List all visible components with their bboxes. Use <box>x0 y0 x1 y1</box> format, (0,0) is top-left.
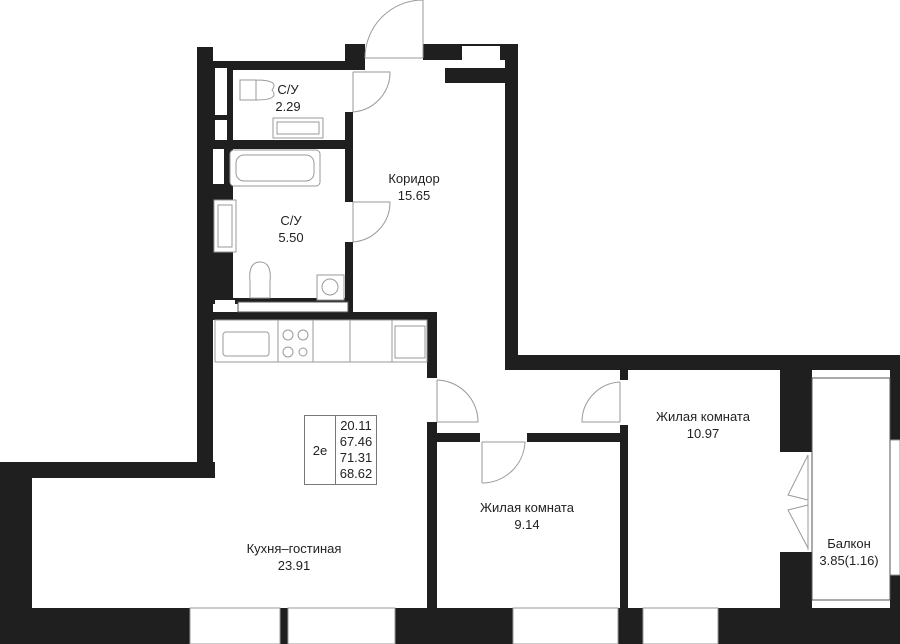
windows <box>189 377 900 644</box>
room-name: Жилая комната <box>480 500 574 515</box>
room-label-kitchen-living: Кухня–гостиная 23.91 <box>247 540 342 574</box>
walls <box>0 44 900 644</box>
room-name: Балкон <box>827 536 871 551</box>
doors <box>352 0 809 550</box>
room-area: 10.97 <box>686 426 720 441</box>
room-name: Коридор <box>388 171 440 186</box>
room-label-balcony: Балкон 3.85(1.16) <box>819 535 878 569</box>
room-label-bathroom: С/У 5.50 <box>278 212 303 246</box>
room-label-corridor: Коридор 15.65 <box>388 170 439 204</box>
room-area: 3.85(1.16) <box>819 553 879 568</box>
room-name: Кухня–гостиная <box>246 541 342 556</box>
room-area: 23.91 <box>277 558 311 573</box>
room-area: 2.29 <box>275 99 301 114</box>
room-area: 5.50 <box>278 230 304 245</box>
room-area: 9.14 <box>514 517 540 532</box>
area-value: 20.11 <box>340 418 372 433</box>
area-value: 68.62 <box>339 466 373 481</box>
room-label-wc-small: С/У 2.29 <box>275 81 300 115</box>
apartment-areas: 20.11 67.46 71.31 68.62 <box>336 416 376 484</box>
area-value: 71.31 <box>339 450 373 465</box>
room-label-bedroom-2: Жилая комната 10.97 <box>656 408 750 442</box>
fixtures <box>213 79 428 363</box>
apartment-code: 2e <box>305 416 336 484</box>
apartment-info-box: 2e 20.11 67.46 71.31 68.62 <box>304 415 377 485</box>
room-label-bedroom-1: Жилая комната 9.14 <box>480 499 574 533</box>
room-name: Жилая комната <box>656 409 750 424</box>
room-name: С/У <box>280 213 302 228</box>
room-name: С/У <box>277 82 299 97</box>
area-value: 67.46 <box>339 434 373 449</box>
room-area: 15.65 <box>397 188 431 203</box>
shafts <box>213 46 500 313</box>
